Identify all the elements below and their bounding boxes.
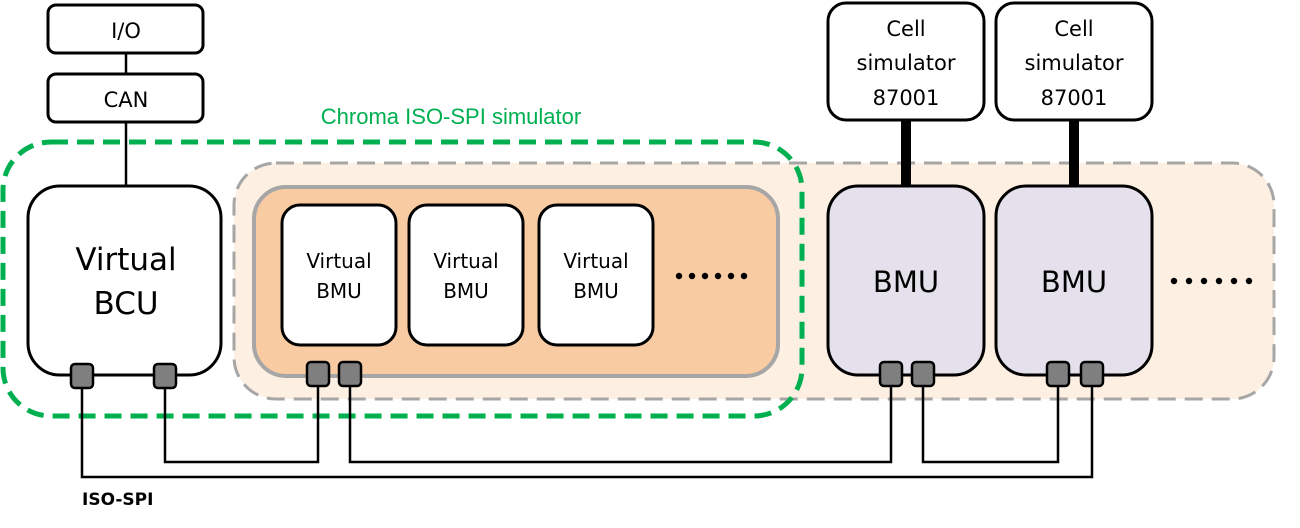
virtual-bmu-3-label-2: BMU <box>573 279 619 303</box>
simulator-title: Chroma ISO-SPI simulator <box>321 104 581 129</box>
bmu-1-port-1 <box>878 360 904 388</box>
bmu-2-port-1 <box>1045 360 1071 388</box>
bmu-1-port-2 <box>910 360 936 388</box>
vbmu-port-2 <box>337 360 363 388</box>
bmu-2: BMU <box>994 184 1154 377</box>
bmu-2-port-2 <box>1079 360 1105 388</box>
virtual-bmu-2: Virtual BMU <box>407 203 525 347</box>
cell-link-1 <box>901 120 911 186</box>
cell-simulator-1: Cell simulator 87001 <box>826 1 986 122</box>
virtual-bmu-1-label-1: Virtual <box>306 249 371 273</box>
iso-spi-bmu-bmu-link <box>921 385 1060 464</box>
cell-simulator-1-line-3: 87001 <box>873 86 940 110</box>
cell-simulator-2-line-1: Cell <box>1054 17 1093 41</box>
bmu-2-label: BMU <box>1041 265 1107 299</box>
virtual-bmu-ellipsis <box>675 272 748 280</box>
cell-simulator-1-line-2: simulator <box>857 51 956 75</box>
bmu-1: BMU <box>826 184 986 377</box>
virtual-bmu-1-label-2: BMU <box>316 279 362 303</box>
cell-simulator-2-line-2: simulator <box>1025 51 1124 75</box>
bcu-port-2 <box>152 362 178 390</box>
virtual-bmu-2-label-2: BMU <box>443 279 489 303</box>
cell-simulator-1-line-1: Cell <box>886 17 925 41</box>
bcu-port-1 <box>69 362 95 390</box>
virtual-bcu-label-1: Virtual <box>75 242 176 278</box>
cell-simulator-2-line-3: 87001 <box>1041 86 1108 110</box>
bmu-1-label: BMU <box>873 265 939 299</box>
cell-simulator-2: Cell simulator 87001 <box>994 1 1154 122</box>
virtual-bcu-label-2: BCU <box>93 286 158 322</box>
virtual-bmu-3: Virtual BMU <box>537 203 655 347</box>
cell-link-2 <box>1069 120 1079 186</box>
can-label: CAN <box>104 88 149 112</box>
iso-spi-outer-loop <box>80 385 1094 479</box>
iso-spi-vbmu-bmu-link <box>348 385 893 464</box>
iso-spi-bcu-vbmu-link <box>163 385 320 464</box>
io-label: I/O <box>111 19 141 43</box>
simulator-boundary <box>0 139 805 419</box>
virtual-bcu <box>26 184 223 377</box>
virtual-bmu-3-label-1: Virtual <box>563 249 628 273</box>
iso-spi-label: ISO-SPI <box>82 490 153 510</box>
bmu-ellipsis <box>1170 277 1253 285</box>
virtual-bmu-2-label-1: Virtual <box>433 249 498 273</box>
vbmu-port-1 <box>305 360 331 388</box>
virtual-bmu-1: Virtual BMU <box>280 203 398 347</box>
